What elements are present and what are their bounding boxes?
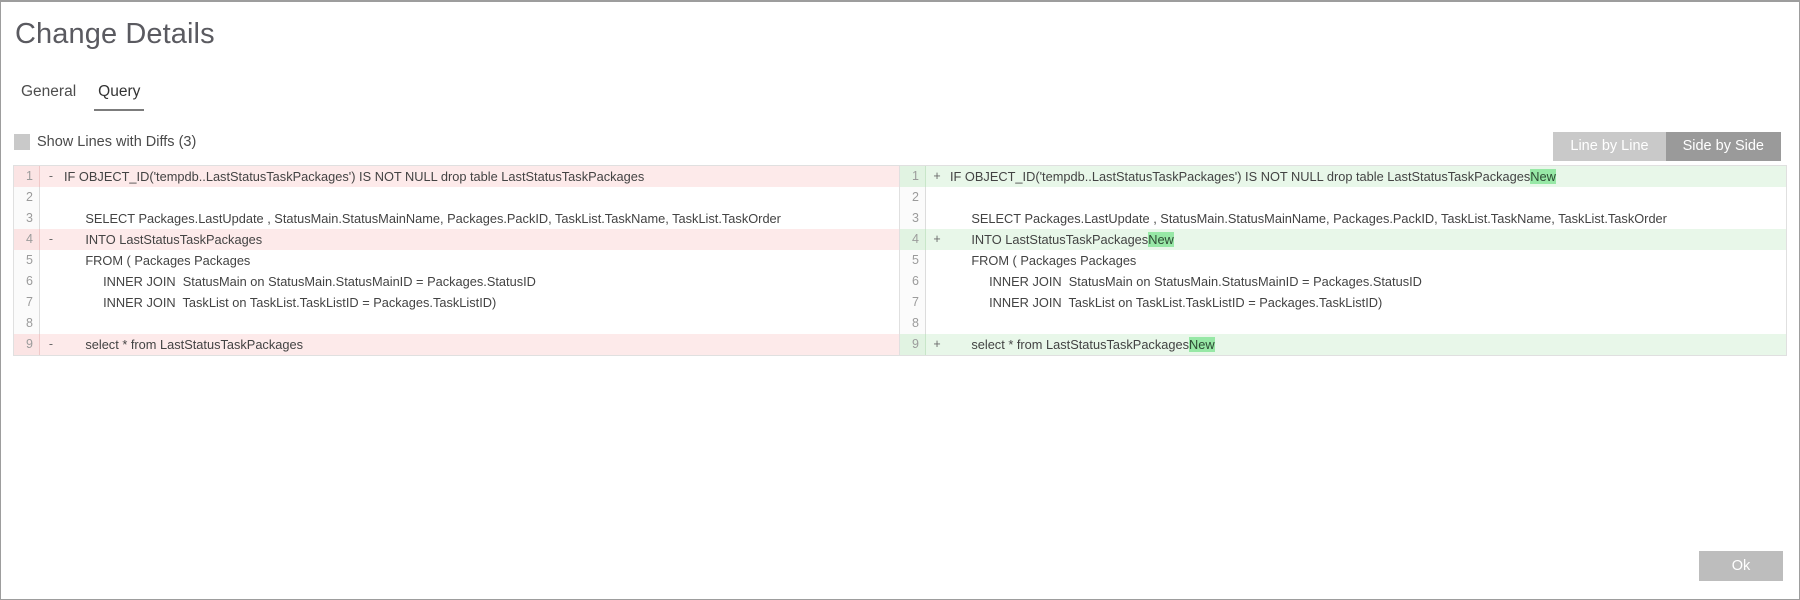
- diff-marker: [926, 250, 948, 271]
- line-number: 7: [900, 292, 926, 313]
- line-number: 3: [14, 208, 40, 229]
- code-line: select * from LastStatusTaskPackagesNew: [948, 334, 1786, 355]
- code-line: INNER JOIN StatusMain on StatusMain.Stat…: [950, 274, 1422, 289]
- code-line: INTO LastStatusTaskPackages: [64, 232, 263, 247]
- diff-line-row: 9- select * from LastStatusTaskPackages: [14, 334, 899, 355]
- code-text: select * from LastStatusTaskPackages: [950, 337, 1189, 352]
- line-number: 4: [900, 229, 926, 250]
- checkbox-icon[interactable]: [14, 134, 30, 150]
- diff-line-row: 4- INTO LastStatusTaskPackages: [14, 229, 899, 250]
- diff-viewer: 1-IF OBJECT_ID('tempdb..LastStatusTaskPa…: [13, 165, 1787, 356]
- tab-general[interactable]: General: [21, 83, 77, 100]
- diff-line-row: 2: [14, 187, 899, 208]
- diff-line-row: 3 SELECT Packages.LastUpdate , StatusMai…: [900, 208, 1786, 229]
- diff-line-row: 6 INNER JOIN StatusMain on StatusMain.St…: [14, 271, 899, 292]
- code-line: SELECT Packages.LastUpdate , StatusMain.…: [64, 211, 781, 226]
- diff-line-row: 8: [14, 313, 899, 334]
- diff-line-row: 3 SELECT Packages.LastUpdate , StatusMai…: [14, 208, 899, 229]
- diff-line-row: 1 + IF OBJECT_ID('tempdb..LastStatusTaskPa…: [900, 166, 1786, 187]
- line-number: 6: [14, 271, 40, 292]
- line-number: 3: [900, 208, 926, 229]
- view-mode-side-by-side-button[interactable]: Side by Side: [1665, 132, 1781, 161]
- diff-line-row: 9 + select * from LastStatusTaskPackagesN…: [900, 334, 1786, 355]
- line-number: 5: [900, 250, 926, 271]
- diff-marker: [926, 271, 948, 292]
- line-number: 2: [14, 187, 40, 208]
- diff-marker: [926, 292, 948, 313]
- diff-pane-original: 1-IF OBJECT_ID('tempdb..LastStatusTaskPa…: [13, 165, 900, 356]
- tabstrip: General Query: [17, 83, 145, 111]
- code-line: INTO LastStatusTaskPackagesNew: [948, 229, 1786, 250]
- line-number: 7: [14, 292, 40, 313]
- line-number: 1: [900, 166, 926, 187]
- diff-marker: +: [933, 169, 941, 183]
- diff-marker: [40, 187, 62, 208]
- code-line: [948, 187, 1786, 208]
- diff-line-row: 5 FROM ( Packages Packages: [14, 250, 899, 271]
- diff-marker: [40, 313, 62, 334]
- diff-marker: -: [48, 337, 54, 351]
- code-line: INNER JOIN TaskList on TaskList.TaskList…: [64, 295, 497, 310]
- line-number: 1: [14, 166, 40, 187]
- diff-marker: [40, 292, 62, 313]
- code-line: select * from LastStatusTaskPackages: [64, 337, 303, 352]
- diff-line-row: 5 FROM ( Packages Packages: [900, 250, 1786, 271]
- diff-line-row: 8: [900, 313, 1786, 334]
- diff-line-row: 4 + INTO LastStatusTaskPackagesNew: [900, 229, 1786, 250]
- code-line: [62, 187, 899, 208]
- diff-pane-modified: 1 + IF OBJECT_ID('tempdb..LastStatusTaskPa…: [900, 165, 1787, 356]
- diff-marker: [926, 208, 948, 229]
- line-number: 2: [900, 187, 926, 208]
- diff-marker: [926, 313, 948, 334]
- diff-line-row: 6 INNER JOIN StatusMain on StatusMain.St…: [900, 271, 1786, 292]
- code-line: [948, 313, 1786, 334]
- diff-marker: [40, 208, 62, 229]
- inline-insert-highlight: New: [1188, 337, 1215, 352]
- diff-marker: +: [933, 232, 941, 246]
- code-line: IF OBJECT_ID('tempdb..LastStatusTaskPack…: [64, 169, 645, 184]
- diff-line-row: 2: [900, 187, 1786, 208]
- diff-marker: -: [48, 232, 54, 246]
- diff-line-row: 7 INNER JOIN TaskList on TaskList.TaskLi…: [900, 292, 1786, 313]
- diff-marker: [40, 250, 62, 271]
- diff-line-row: 1-IF OBJECT_ID('tempdb..LastStatusTaskPa…: [14, 166, 899, 187]
- code-text: IF OBJECT_ID('tempdb..LastStatusTaskPack…: [950, 169, 1531, 184]
- line-number: 9: [14, 334, 40, 355]
- diff-marker: [926, 187, 948, 208]
- diff-line-row: 7 INNER JOIN TaskList on TaskList.TaskLi…: [14, 292, 899, 313]
- view-mode-line-by-line-button[interactable]: Line by Line: [1553, 132, 1666, 161]
- show-lines-with-diffs-checkbox[interactable]: Show Lines with Diffs (3): [14, 134, 196, 150]
- diff-marker: +: [933, 337, 941, 351]
- diff-marker: -: [48, 169, 54, 183]
- show-lines-with-diffs-label: Show Lines with Diffs (3): [37, 134, 197, 150]
- line-number: 5: [14, 250, 40, 271]
- line-number: 6: [900, 271, 926, 292]
- tab-query[interactable]: Query: [94, 83, 145, 111]
- code-line: INNER JOIN TaskList on TaskList.TaskList…: [950, 295, 1383, 310]
- code-line: FROM ( Packages Packages: [64, 253, 251, 268]
- line-number: 8: [14, 313, 40, 334]
- code-line: SELECT Packages.LastUpdate , StatusMain.…: [950, 211, 1667, 226]
- inline-insert-highlight: New: [1530, 169, 1556, 184]
- code-line: IF OBJECT_ID('tempdb..LastStatusTaskPack…: [948, 166, 1786, 187]
- page-title: Change Details: [15, 18, 215, 50]
- inline-insert-highlight: New: [1148, 232, 1174, 247]
- code-line: INNER JOIN StatusMain on StatusMain.Stat…: [64, 274, 536, 289]
- line-number: 9: [900, 334, 926, 355]
- code-text: INTO LastStatusTaskPackages: [950, 232, 1149, 247]
- diff-marker: [40, 271, 62, 292]
- line-number: 8: [900, 313, 926, 334]
- code-line: FROM ( Packages Packages: [950, 253, 1137, 268]
- line-number: 4: [14, 229, 40, 250]
- ok-button[interactable]: Ok: [1699, 551, 1783, 581]
- code-line: [62, 313, 899, 334]
